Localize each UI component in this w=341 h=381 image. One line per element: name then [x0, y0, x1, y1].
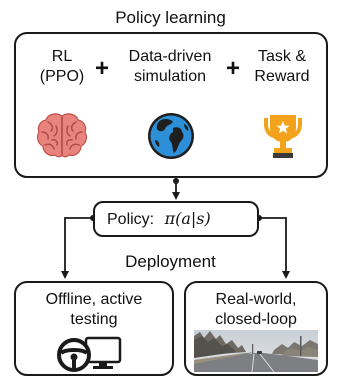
policy-to-offline-arrow	[61, 217, 93, 279]
simulation-label: Data-driven simulation	[115, 47, 225, 87]
policy-to-realworld-arrow	[259, 217, 290, 279]
simulation-label-line2: simulation	[133, 68, 207, 85]
steering-wheel-monitor-icon	[57, 336, 122, 372]
real-world-line2: closed-loop	[215, 311, 297, 328]
real-world-label: Real-world, closed-loop	[184, 290, 328, 330]
policy-label-group: Policy: π(a|s)	[107, 209, 211, 230]
road-photo	[194, 330, 318, 373]
simulation-label-line1: Data-driven	[128, 48, 212, 65]
trophy-icon	[264, 115, 302, 158]
globe-icon	[148, 113, 194, 159]
plus-sign-1: +	[95, 55, 110, 82]
policy-label: Policy:	[107, 211, 155, 228]
policy-box	[93, 201, 259, 237]
rl-label-line1: RL	[51, 48, 73, 65]
rl-label-line2: (PPO)	[39, 68, 85, 85]
policy-formula: π(a|s)	[164, 209, 211, 228]
policy-learning-title: Policy learning	[115, 8, 226, 27]
brain-icon	[37, 113, 87, 158]
task-reward-label: Task & Reward	[244, 47, 320, 87]
offline-testing-line2: testing	[70, 311, 118, 328]
plus-sign-2: +	[226, 55, 241, 82]
offline-testing-line1: Offline, active	[45, 291, 143, 308]
deployment-title: Deployment	[125, 252, 216, 271]
rl-label: RL (PPO)	[24, 47, 100, 87]
task-reward-label-line2: Reward	[254, 68, 310, 85]
real-world-line1: Real-world,	[215, 291, 297, 308]
offline-testing-label: Offline, active testing	[14, 290, 174, 330]
task-reward-label-line1: Task &	[257, 48, 306, 65]
